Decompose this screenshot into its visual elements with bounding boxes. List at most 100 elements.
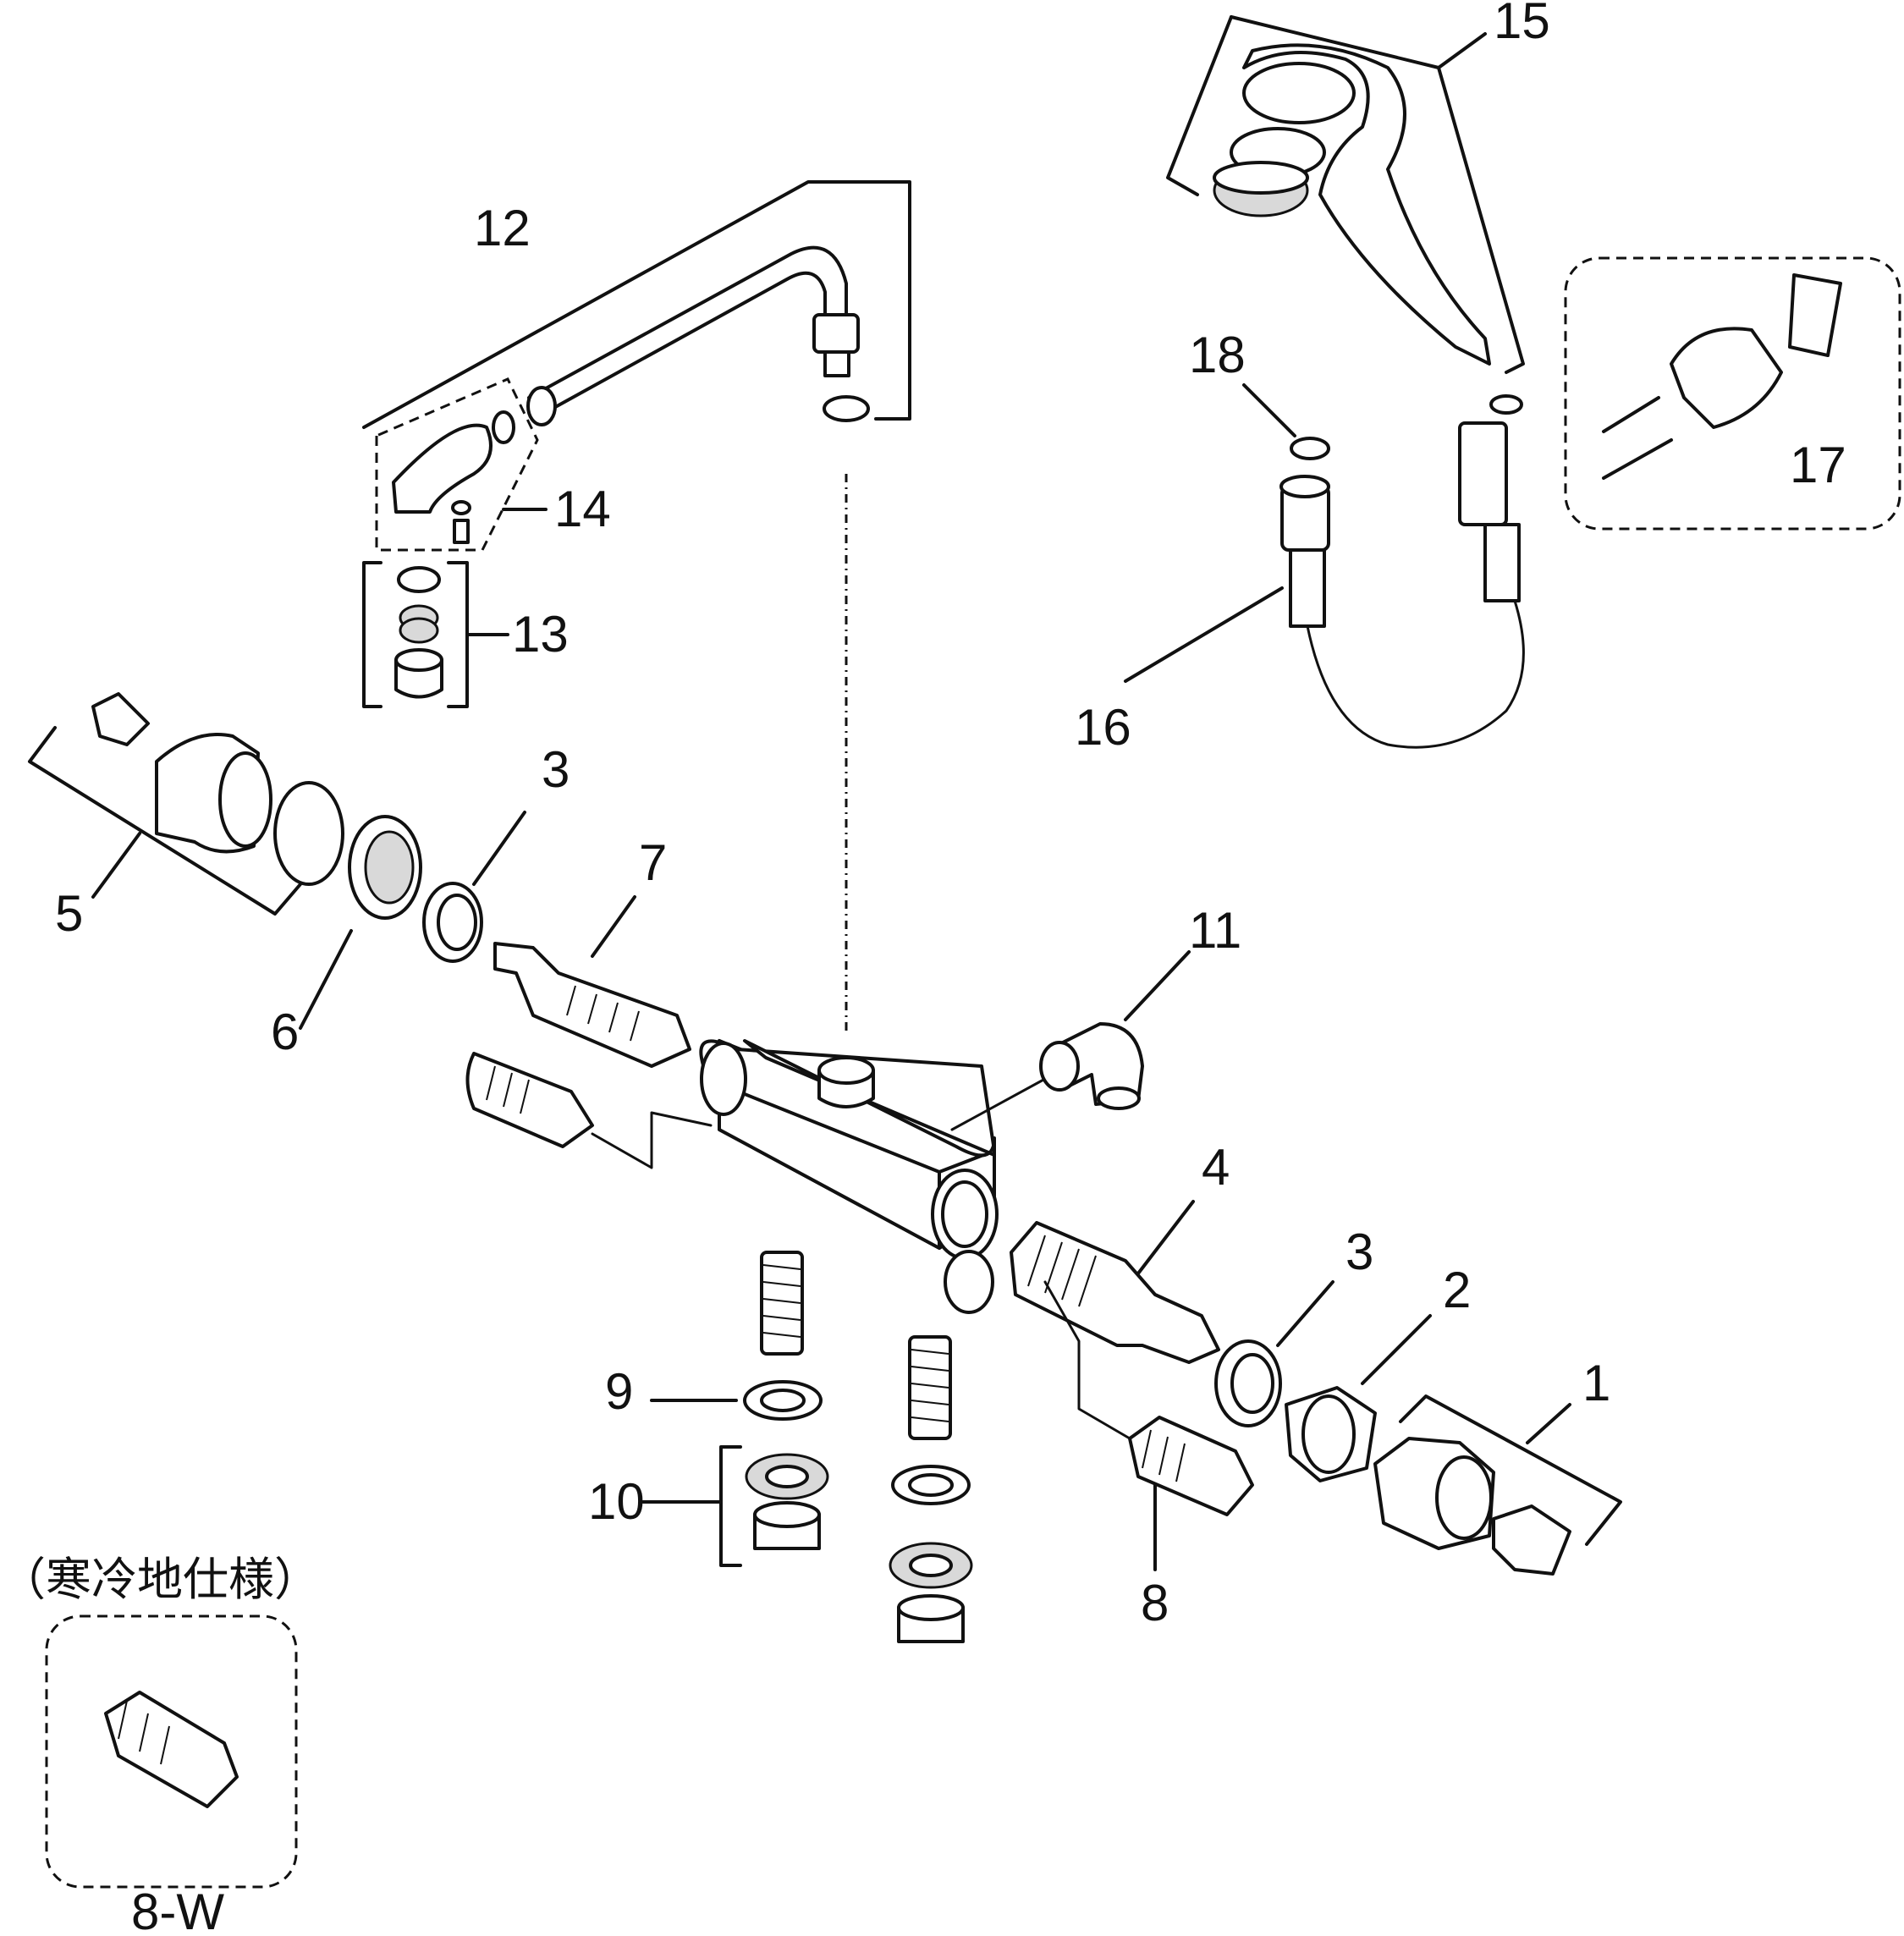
callout-8: 8 [1141,1575,1169,1631]
spout-group [362,180,911,1032]
mounting-studs [760,1251,952,1440]
c18-leader [1242,383,1296,437]
lock-washer-right-hole [909,1554,953,1577]
callout-11: 11 [1189,902,1241,959]
spout-tip-washer [451,500,471,515]
aerator-mesh-2 [399,617,439,644]
callout-16: 16 [1075,699,1131,756]
elbow-end-b [1097,1086,1141,1110]
elbow-end-a [1039,1041,1080,1092]
spout-stem [823,350,850,377]
faucet-body-group [699,1039,1047,1314]
stud-right-thread [911,1349,949,1422]
callout-6: 6 [271,1004,299,1060]
holder-screw-2 [1602,438,1673,480]
spout-tip-screw [453,519,470,544]
right-handle-face [1435,1455,1493,1540]
shower-head-face [1242,62,1356,124]
switch-cartridge [1010,1221,1220,1364]
c11-leader-body [950,1077,1047,1131]
left-cap [91,692,150,746]
spout-tip-o-ring [492,410,515,444]
body-spout-port-top [817,1056,875,1085]
left-cover-inner [364,830,415,905]
cold-region-group [45,1614,298,1889]
callout-9: 9 [605,1363,633,1420]
body-shower-port [944,1250,994,1314]
spout-o-ring [823,395,870,422]
c1-bracket [1399,1394,1622,1546]
c1-leader [1526,1403,1571,1444]
left-check-valve-thread [486,1065,530,1114]
callout-10: 10 [588,1473,645,1530]
callout-2: 2 [1443,1262,1471,1318]
c5-leader [91,832,141,899]
mounting-hardware [641,1380,973,1643]
holder-plate [1788,273,1842,357]
left-check-valve [465,1052,594,1148]
right-nut-inner [1230,1353,1274,1414]
hose-nut-top [1279,475,1330,498]
c10-bracket [719,1445,742,1567]
hose-washer-18 [1290,437,1330,460]
callout-15: 15 [1494,0,1550,49]
cold-region-thread [118,1700,170,1765]
callout-12: 12 [474,200,531,256]
left-handle-face [218,751,272,848]
body-top-edge [743,1039,996,1158]
stud-left [760,1251,804,1356]
aerator-group [362,561,509,708]
aerator-housing-top [394,648,443,672]
c3a-leader [472,811,526,886]
spout-end [526,386,557,426]
callout-7: 7 [639,834,667,891]
cold-region-check-valve [104,1691,239,1808]
holder-screw-1 [1602,396,1660,433]
spout-tip-group [375,377,548,552]
right-check-valve-thread [1142,1429,1186,1482]
aerator-washer [397,566,441,593]
right-check-valve-guide [1043,1280,1131,1440]
c15-bracket-left [1166,15,1233,196]
elbow-group [1039,950,1191,1110]
left-valve-group [28,692,713,1169]
c3b-leader [1276,1280,1334,1347]
callout-5: 5 [55,885,83,942]
shower-head-body [1242,43,1491,366]
right-ring-face [1301,1394,1356,1474]
spout-pipe [527,245,848,416]
left-check-valve-guide [591,1111,713,1169]
nut-left-top [753,1501,821,1528]
c15-leader [1437,32,1487,69]
switch-cartridge-thread [1027,1235,1097,1307]
hose-end [1289,548,1326,628]
cold-region-note: （寒冷地仕様） [0,1553,320,1606]
c7-leader [591,895,636,958]
callout-14: 14 [554,481,611,537]
callout-3-right: 3 [1345,1224,1373,1280]
c4-leader [1136,1200,1195,1275]
right-valve-group [1010,1200,1622,1576]
spout-tip-body [392,423,493,514]
washer-right-hole [908,1473,954,1497]
thermostat-cartridge [493,942,691,1068]
hose-line [1306,599,1525,749]
nut-right-top [897,1594,965,1621]
shower-filter-top [1213,161,1309,195]
hose-fitting [1458,421,1508,526]
aerator-bracket-right [447,561,469,708]
c6-leader [299,929,353,1030]
stud-left-thread [762,1264,801,1338]
left-ring [273,781,344,886]
holder-cradle [1670,327,1783,429]
c16-leader [1124,586,1284,683]
callout-17: 17 [1790,437,1846,493]
shower-head-group [1166,15,1525,374]
c15-bracket-right [1230,15,1525,374]
lock-washer-left-hole [765,1465,809,1488]
aerator-bracket-left [362,561,382,708]
callout-labels: 1 2 3 3 4 5 6 7 8 9 10 11 12 13 14 15 16… [0,0,1846,1936]
right-cap [1492,1504,1571,1576]
